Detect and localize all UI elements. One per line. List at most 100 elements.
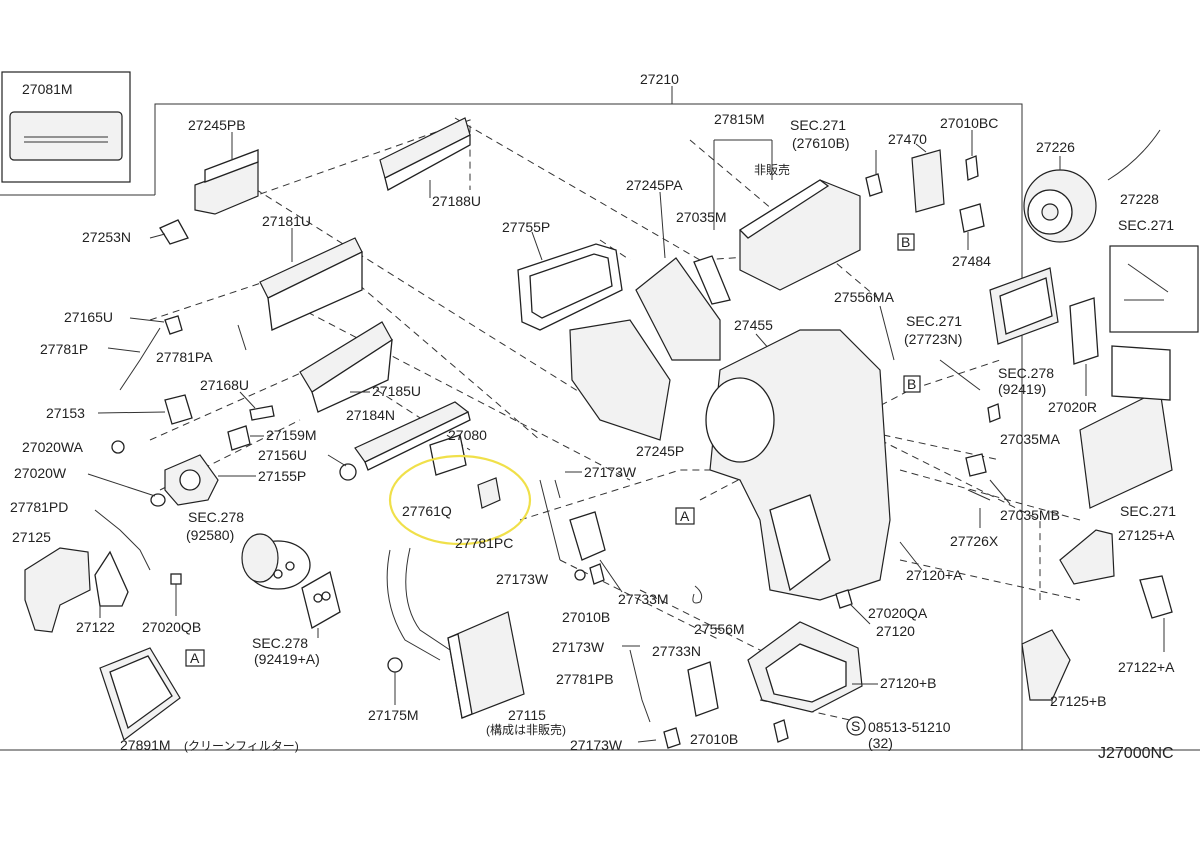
part-27815M: 27815M 非販売: [713, 111, 861, 291]
part-sec278-92580: SEC.278 (92580): [186, 509, 311, 590]
label-27245PA: 27245PA: [626, 177, 683, 193]
svg-text:S: S: [851, 718, 860, 734]
part-27173W-d: 27173W: [570, 737, 657, 753]
part-27010B-a: 27010B: [562, 563, 610, 625]
label-27184N: 27184N: [346, 407, 395, 423]
label-27115-note: (構成は非販売): [486, 722, 566, 737]
label-sec278-c-sub: (92419): [998, 381, 1046, 397]
part-27781PD: 27781PD: [10, 499, 151, 571]
label-27484: 27484: [952, 253, 991, 269]
label-27815M: 27815M: [714, 111, 765, 127]
label-27556M: 27556M: [694, 621, 745, 637]
label-27010BC: 27010BC: [940, 115, 998, 131]
label-sec271-a-sub: (27610B): [792, 135, 850, 151]
label-27159M: 27159M: [266, 427, 317, 443]
label-27120A: 27120+A: [906, 567, 963, 583]
label-27175M: 27175M: [368, 707, 419, 723]
part-27455: 27455: [734, 317, 773, 351]
svg-text:A: A: [680, 508, 690, 524]
label-27470: 27470: [888, 131, 927, 147]
label-27020W: 27020W: [14, 465, 67, 481]
label-27891M-note: (クリーンフィルター): [184, 739, 299, 753]
part-27125A: 27125+A: [1059, 527, 1175, 585]
part-27020QA: 27020QA: [835, 589, 928, 621]
part-27726X: 27726X: [950, 489, 999, 549]
label-sec271-a: SEC.271: [790, 117, 846, 133]
label-27228: 27228: [1120, 191, 1159, 207]
svg-text:A: A: [190, 650, 200, 666]
part-27165U: 27165U: [64, 309, 183, 335]
label-27081M: 27081M: [22, 81, 73, 97]
label-27891M: 27891M: [120, 737, 171, 753]
svg-text:B: B: [907, 376, 916, 392]
part-27020QB: 27020QB: [142, 573, 201, 635]
part-27556MA: 27556MA: [834, 289, 895, 361]
part-27173W-b: 27173W: [496, 569, 586, 587]
label-sec278-c: SEC.278: [998, 365, 1054, 381]
marker-A-left: A: [185, 649, 205, 667]
part-27781PA: 27781PA: [156, 324, 247, 365]
label-sec271-c-sub: (27723N): [904, 331, 962, 347]
label-27156U: 27156U: [258, 447, 307, 463]
label-27226: 27226: [1036, 139, 1075, 155]
label-sec278-a-sub: (92580): [186, 527, 234, 543]
label-27035M: 27035M: [676, 209, 727, 225]
part-sec278-92419A: SEC.278 (92419+A): [252, 571, 341, 667]
part-27781P: 27781P: [40, 327, 161, 391]
label-27815M-note: 非販売: [754, 162, 790, 177]
label-27173W-a: 27173W: [584, 464, 637, 480]
label-27125B: 27125+B: [1050, 693, 1106, 709]
part-27245P: 27245P: [569, 319, 684, 459]
part-sec271-27610B: SEC.271 (27610B): [790, 117, 883, 197]
part-27484: 27484: [952, 203, 991, 269]
label-27733M: 27733M: [618, 591, 669, 607]
part-27228: 27228: [1107, 129, 1161, 207]
part-sec271-27723N: SEC.271 (27723N): [904, 313, 981, 391]
part-27120-housing: 27120+A: [705, 329, 963, 601]
part-27755P: 27755P: [502, 219, 623, 331]
part-27020W: 27020W: [14, 465, 166, 507]
part-27122A: 27122+A: [1118, 575, 1175, 675]
label-27010B-a: 27010B: [562, 609, 610, 625]
label-27010B-b: 27010B: [690, 731, 738, 747]
label-27185U: 27185U: [372, 383, 421, 399]
label-27020WA: 27020WA: [22, 439, 84, 455]
part-sec271-right: SEC.271: [1120, 503, 1176, 519]
part-27470: 27470: [888, 131, 945, 213]
part-27761Q: 27761Q: [388, 454, 532, 546]
label-27173W-b: 27173W: [496, 571, 549, 587]
label-27035MB: 27035MB: [1000, 507, 1060, 523]
part-27125B: 27125+B: [1021, 629, 1106, 709]
part-27035MB: 27035MB: [965, 453, 1060, 523]
part-27733M: 27733M: [569, 511, 669, 607]
svg-text:B: B: [901, 234, 910, 250]
label-27781PD: 27781PD: [10, 499, 68, 515]
label-27168U: 27168U: [200, 377, 249, 393]
part-27185U: 27185U: [299, 321, 421, 413]
label-27020R: 27020R: [1048, 399, 1097, 415]
label-27726X: 27726X: [950, 533, 999, 549]
label-bolt-qty: (32): [868, 735, 893, 751]
label-27781P: 27781P: [40, 341, 88, 357]
label-27125: 27125: [12, 529, 51, 545]
part-27188U: 27188U: [379, 117, 481, 209]
label-27455: 27455: [734, 317, 773, 333]
part-27181U: 27181U: [259, 213, 363, 331]
part-27781PB: 27781PB: [556, 649, 651, 723]
label-27781PA: 27781PA: [156, 349, 213, 365]
label-27556MA: 27556MA: [834, 289, 895, 305]
label-27125A: 27125+A: [1118, 527, 1175, 543]
part-27120: 27120: [849, 603, 915, 639]
part-27010BC: 27010BC: [940, 115, 998, 181]
part-27173W-c: 27173W: [552, 639, 640, 655]
part-bolt-08513-51210: S 08513-51210 (32): [773, 716, 951, 751]
part-27120B: 27120+B: [747, 621, 936, 713]
marker-B-mid: B: [903, 375, 921, 393]
marker-B-top: B: [897, 233, 915, 251]
label-sec271-b: SEC.271: [1118, 217, 1174, 233]
label-27245P: 27245P: [636, 443, 684, 459]
part-27156U: 27156U: [258, 447, 357, 481]
part-27080: 27080: [429, 427, 487, 476]
inset-27081M: 27081M: [1, 71, 131, 183]
